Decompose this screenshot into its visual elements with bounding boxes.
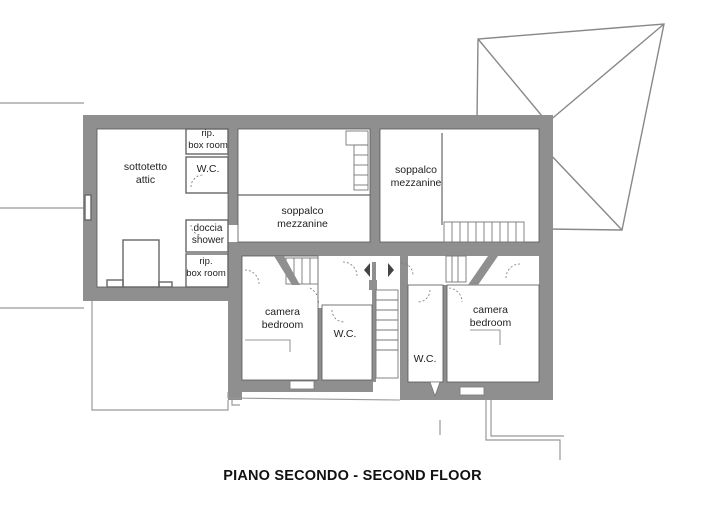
room-name-en: mezzanine bbox=[277, 218, 328, 230]
room-name-en: attic bbox=[135, 174, 156, 186]
room-name-en: bedroom bbox=[261, 319, 304, 331]
room-label-wc-2: W.C. bbox=[325, 328, 365, 341]
room-label-attic: sottotetto attic bbox=[108, 161, 183, 187]
roof-outline bbox=[476, 23, 665, 231]
wedge-walls bbox=[274, 256, 498, 285]
room-name-it: W.C. bbox=[333, 328, 357, 340]
room-name-en: mezzanine bbox=[390, 177, 442, 189]
stairs bbox=[285, 130, 525, 379]
attic-partitions bbox=[84, 128, 229, 288]
room-name-it: camera bbox=[264, 306, 300, 318]
arrow-markers bbox=[364, 263, 394, 277]
room-label-box-room-2: rip. box room bbox=[180, 256, 232, 280]
room-name-it: camera bbox=[472, 304, 508, 316]
room-name-it: W.C. bbox=[196, 163, 220, 175]
room-name-en: box room bbox=[188, 140, 228, 151]
room-name-it: rip. bbox=[199, 256, 213, 267]
room-name-en: bedroom bbox=[469, 317, 512, 329]
room-name-en: box room bbox=[186, 268, 226, 279]
room-label-bedroom-2: camera bedroom bbox=[458, 304, 523, 330]
room-interiors bbox=[96, 128, 540, 383]
room-label-box-room-1: rip. box room bbox=[184, 128, 232, 152]
plan-title: PIANO SECONDO - SECOND FLOOR bbox=[223, 468, 482, 484]
room-name-it: soppalco bbox=[281, 205, 324, 217]
room-label-bedroom-1: camera bedroom bbox=[250, 306, 315, 332]
room-name-it: doccia bbox=[193, 223, 223, 234]
room-name-it: W.C. bbox=[413, 353, 437, 365]
room-name-it: rip. bbox=[201, 128, 215, 139]
windows bbox=[289, 380, 485, 398]
room-name-en: shower bbox=[191, 235, 225, 246]
furniture bbox=[245, 329, 501, 352]
room-label-mezzanine-2: soppalco mezzanine bbox=[386, 164, 446, 190]
room-label-wc-3: W.C. bbox=[405, 353, 445, 366]
terrace-outline bbox=[227, 392, 401, 401]
door-swings bbox=[190, 174, 522, 323]
room-label-wc-1: W.C. bbox=[184, 163, 232, 176]
room-name-it: soppalco bbox=[394, 164, 438, 176]
room-name-it: sottotetto bbox=[123, 161, 168, 173]
mezzanine-lines bbox=[238, 133, 443, 225]
room-label-mezzanine-1: soppalco mezzanine bbox=[260, 205, 345, 231]
room-label-shower: doccia shower bbox=[184, 223, 232, 247]
